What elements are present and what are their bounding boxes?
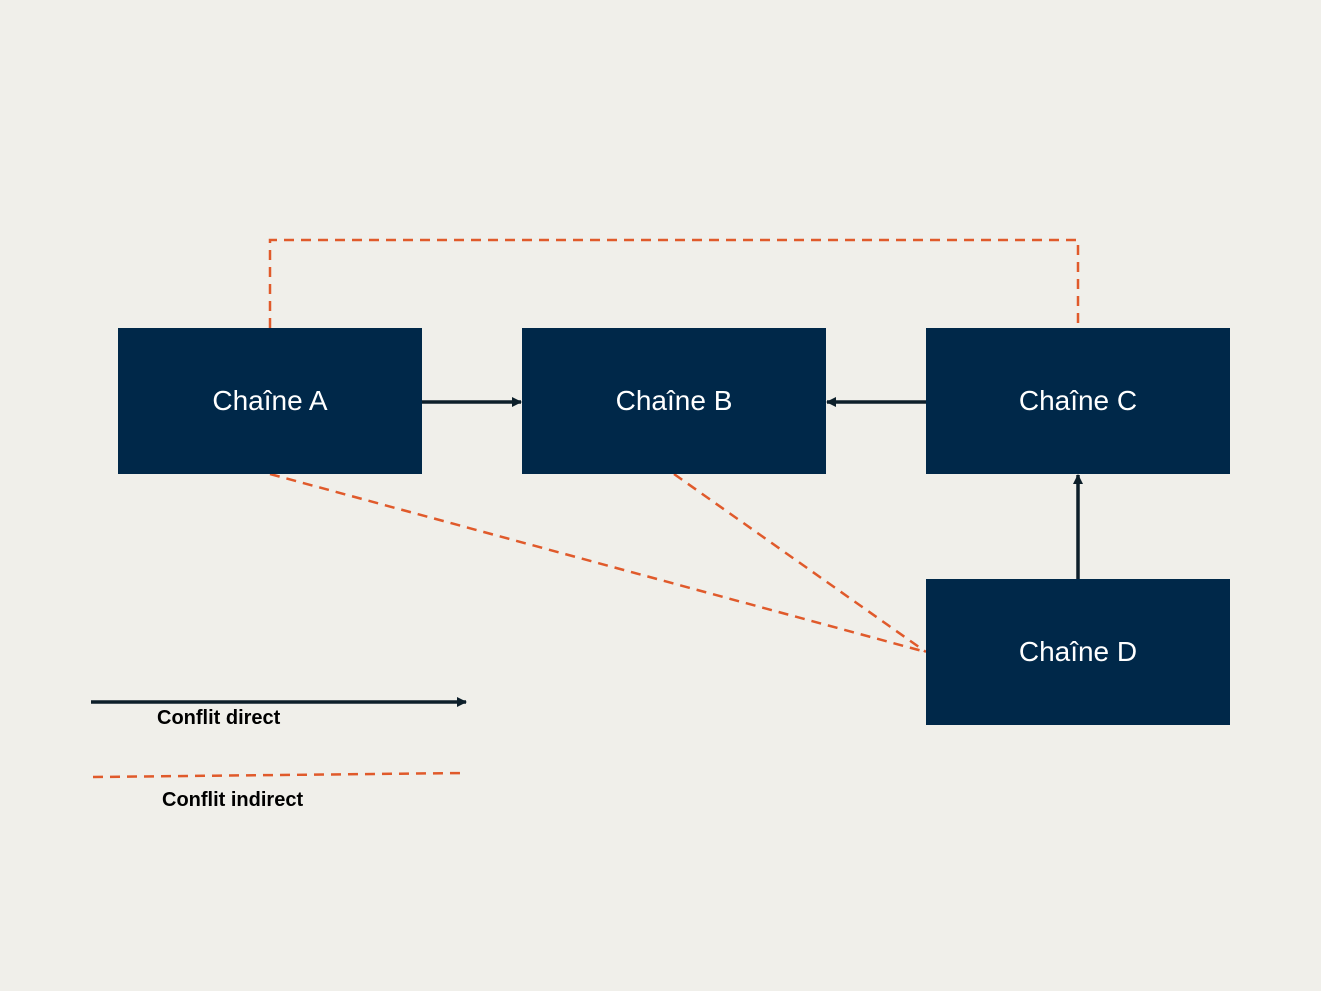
edge-indirect-a-d — [269, 472, 927, 654]
node-label: Chaîne B — [615, 385, 733, 416]
node-label: Chaîne D — [1018, 636, 1138, 667]
node-label: Chaîne A — [212, 385, 328, 416]
legend-indirect-sample — [92, 771, 467, 779]
node-chaine-b: Chaîne B — [522, 328, 826, 474]
legend-indirect-label: Conflit indirect — [162, 789, 304, 811]
legend-direct-label: Conflit direct — [157, 707, 281, 729]
node-chaine-d: Chaîne D — [926, 579, 1230, 725]
node-label: Chaîne C — [1018, 385, 1138, 416]
edge-indirect-a-c — [268, 238, 1080, 328]
node-chaine-c: Chaîne C — [926, 328, 1230, 474]
edge-indirect-b-d — [673, 472, 927, 654]
node-chaine-a: Chaîne A — [118, 328, 422, 474]
